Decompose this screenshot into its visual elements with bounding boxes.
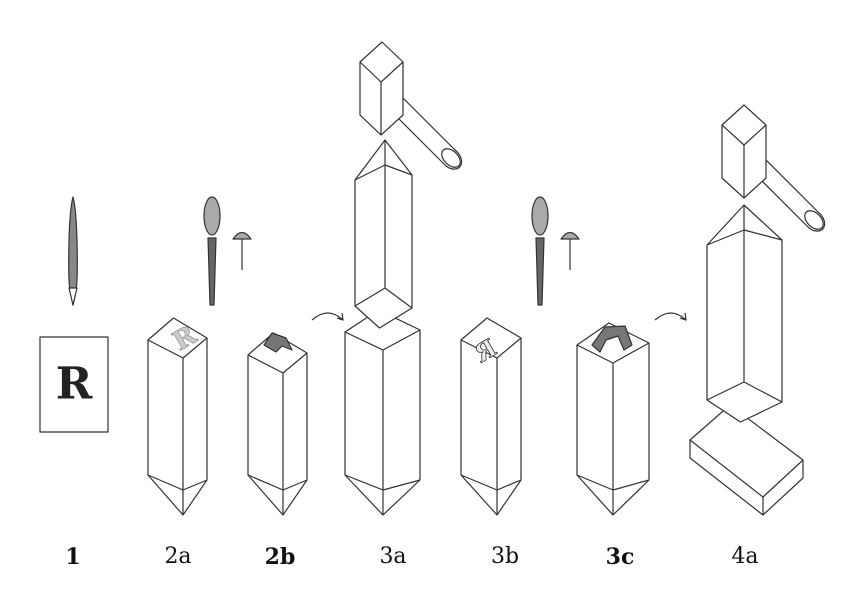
steel-punch [354,139,413,329]
pen-icon [68,196,78,306]
step-label-3a: 3a [379,544,407,569]
arrow-icon [311,312,344,321]
punch-edges [344,329,421,515]
step-label-2b: 2b [264,544,296,570]
step-label-4a: 4a [731,544,759,569]
punch-letter-relief [263,332,293,353]
step-label-1: 1 [65,544,81,570]
punch-edges [706,205,783,403]
steel-punch [147,317,208,516]
steel-punch [706,204,783,423]
steel-punch [576,322,650,516]
graver-tool-icon [531,196,549,306]
paper-letter: R [55,358,93,410]
punch-body [354,139,413,329]
step-label-3b: 3b [490,544,520,569]
hammer-icon [359,41,463,170]
hammer-icon [721,104,826,232]
arrow-icon [654,312,687,321]
punch-edges [147,337,208,515]
punch-edges [576,342,650,515]
punch-edges [460,337,522,515]
paper-sheet [39,336,109,433]
punch-edges [354,140,413,309]
step-label-3c: 3c [605,544,635,570]
counterpunch-nail-icon [232,231,252,270]
counterpunch-nail-icon [560,231,580,270]
steel-punch [344,309,421,516]
punch-letter-relief [591,325,633,353]
steel-punch [247,332,308,516]
step-label-2a: 2a [164,544,192,569]
steel-punch [460,317,522,516]
punch-edges [247,352,308,515]
anvil-block [689,404,804,516]
graver-tool-icon [203,196,221,306]
